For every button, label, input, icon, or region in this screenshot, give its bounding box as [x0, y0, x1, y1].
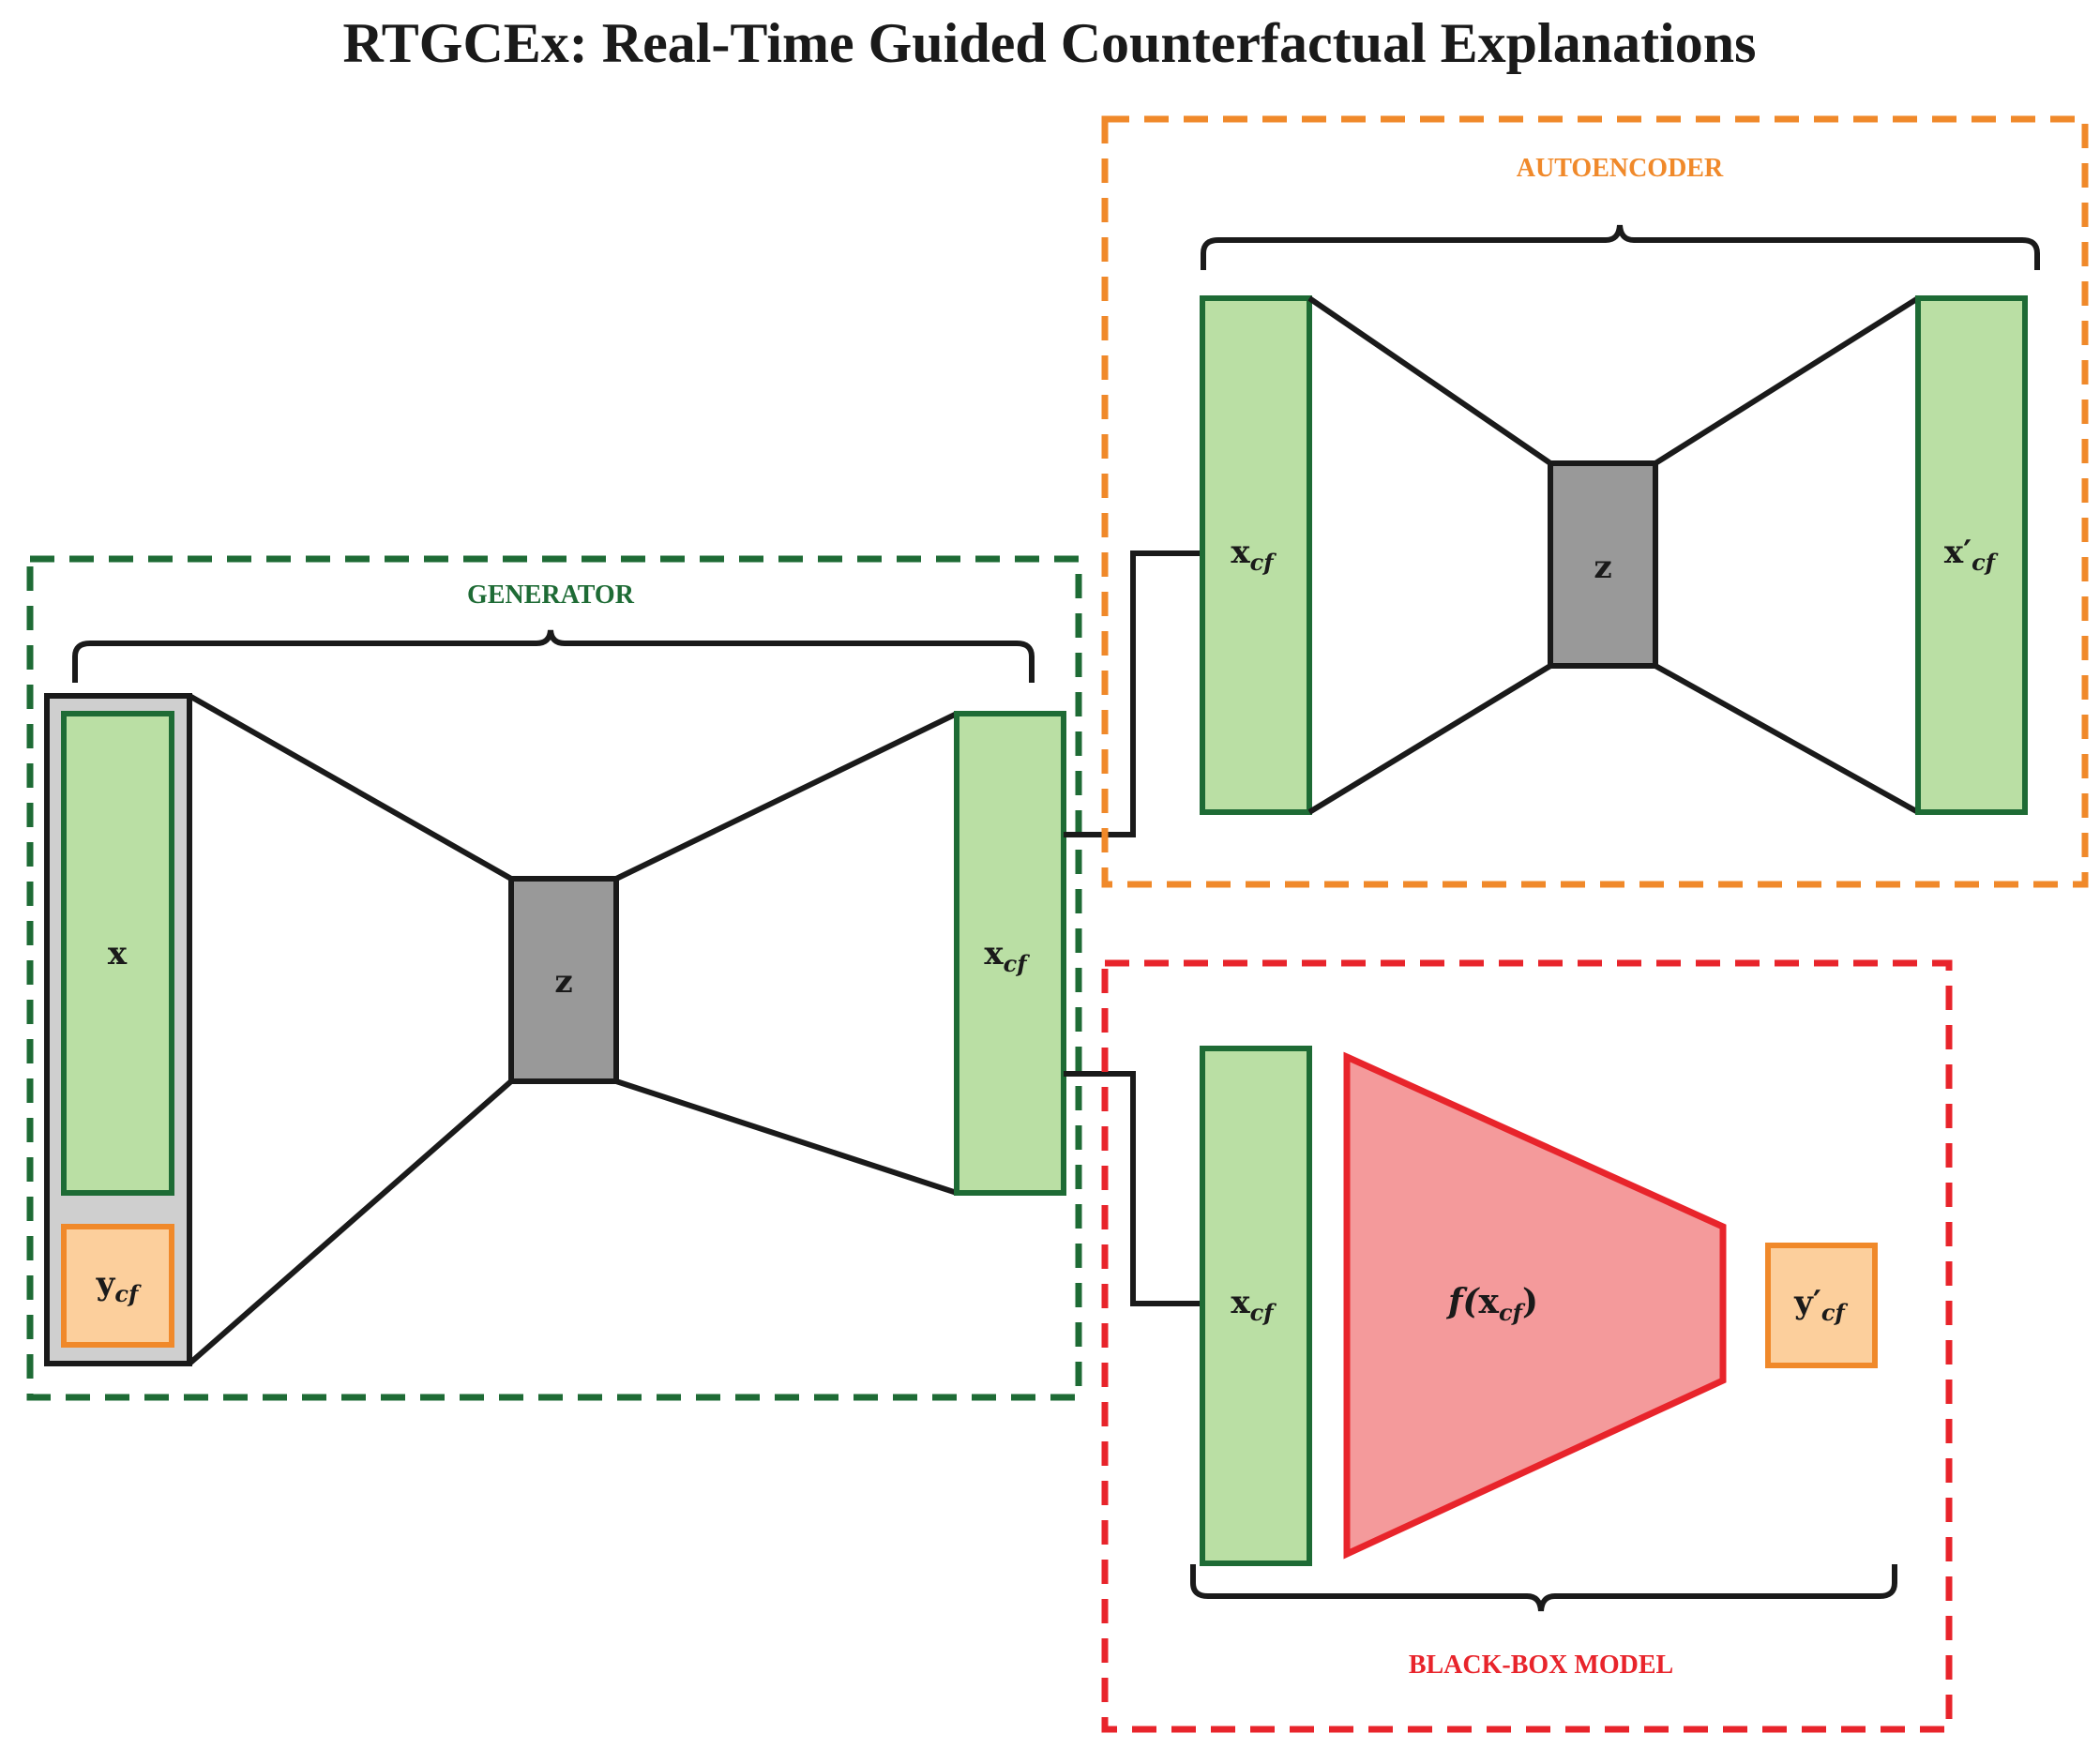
autoencoder-latent-z — [1548, 460, 1658, 669]
blackbox-output-ycf-prime-label: y′cf — [1793, 1284, 1848, 1326]
generator-latent-z — [508, 876, 619, 1084]
blackbox-dashed-boundary — [1101, 959, 1953, 1733]
connector-to-autoencoder — [1064, 550, 1202, 837]
generator-label: GENERATOR — [467, 580, 635, 610]
generator-encoder-top-edge — [188, 693, 513, 882]
blackbox-label: BLACK-BOX MODEL — [1409, 1651, 1673, 1680]
blackbox-function-label: f(xcf) — [1445, 1282, 1538, 1326]
generator-input-ycf-label: ycf — [96, 1265, 142, 1307]
generator-latent-z-label: z — [554, 963, 572, 1001]
connector-to-blackbox — [1064, 1071, 1202, 1306]
blackbox-input-xcf-label: xcf — [1231, 1284, 1277, 1326]
generator-dashed-boundary — [26, 555, 1082, 1401]
autoencoder-label: AUTOENCODER — [1517, 154, 1724, 183]
autoencoder-dashed-boundary — [1101, 115, 2089, 888]
generator-output-xcf-layer — [954, 711, 1066, 1196]
blackbox-output-ycf-prime — [1765, 1243, 1878, 1368]
autoencoder-input-xcf-label: xcf — [1231, 534, 1277, 576]
generator-encoder-bottom-edge — [188, 1078, 513, 1366]
generator-input-ycf-layer — [61, 1224, 174, 1348]
blackbox-input-xcf-layer — [1200, 1046, 1312, 1566]
autoencoder-encoder-top-edge — [1307, 295, 1552, 466]
autoencoder-brace — [1201, 224, 2040, 270]
generator-input-x-layer — [61, 711, 174, 1196]
generator-section: GENERATOR x ycf z xcf — [26, 555, 1082, 1401]
generator-input-x-label: x — [108, 935, 128, 973]
generator-output-xcf-label: xcf — [984, 935, 1030, 977]
autoencoder-output-xcf-prime-layer — [1915, 295, 2028, 815]
diagram-title: RTGCEx: Real-Time Guided Counterfactual … — [343, 12, 1757, 74]
autoencoder-decoder-top-edge — [1654, 295, 1920, 466]
autoencoder-latent-z-label: z — [1594, 549, 1611, 586]
autoencoder-input-xcf-layer — [1200, 295, 1312, 815]
autoencoder-output-xcf-prime-label: x′cf — [1944, 534, 1999, 576]
blackbox-section: xcf f(xcf) y′cf BLACK-BOX MODEL — [1101, 959, 1953, 1733]
generator-decoder-bottom-edge — [615, 1078, 958, 1196]
autoencoder-decoder-bottom-edge — [1654, 663, 1920, 815]
blackbox-model-trapezoid — [1343, 1051, 1727, 1560]
autoencoder-encoder-bottom-edge — [1307, 663, 1552, 815]
generator-brace — [72, 629, 1035, 683]
autoencoder-section: AUTOENCODER xcf z x′cf — [1101, 115, 2089, 888]
generator-decoder-top-edge — [614, 711, 959, 882]
blackbox-brace — [1190, 1564, 1897, 1612]
